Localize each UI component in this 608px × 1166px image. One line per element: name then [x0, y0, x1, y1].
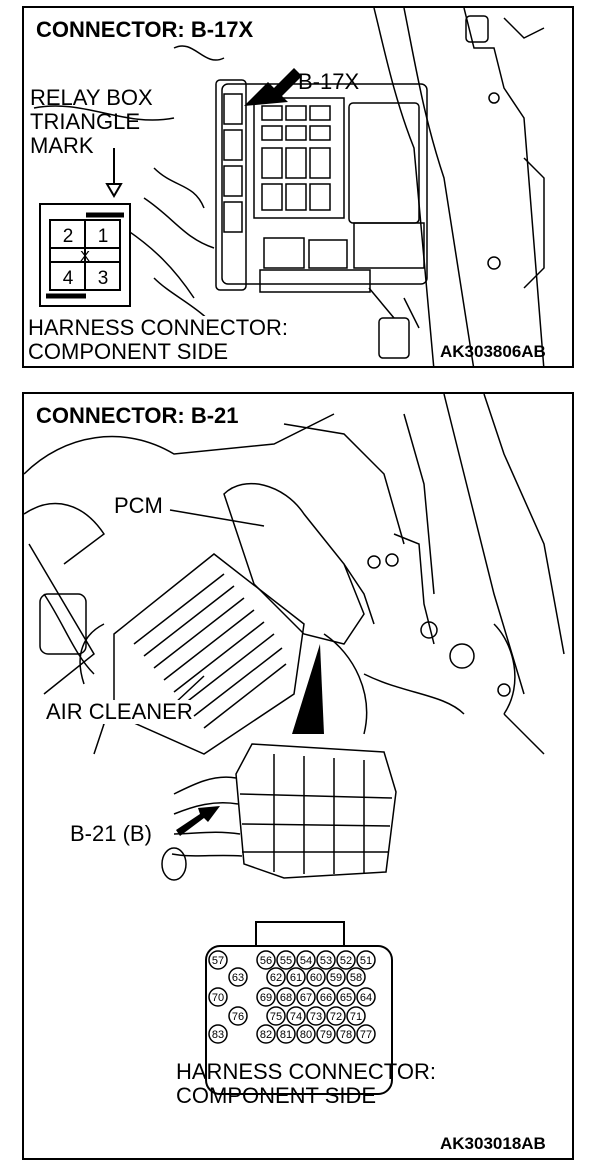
b21-pin-circle	[266, 1006, 286, 1026]
panel-title: CONNECTOR: B-17X	[36, 17, 254, 42]
b21-pin-number: 75	[270, 1011, 282, 1023]
b21-pin-number: 83	[212, 1029, 224, 1041]
b21-pin-circle	[346, 967, 366, 987]
b21-pin-number: 51	[360, 955, 372, 967]
b21-pin-number: 78	[340, 1029, 352, 1041]
b21-pin-number: 70	[212, 992, 224, 1004]
figure-code: AK303018AB	[440, 1134, 546, 1153]
b21-pin-number: 82	[260, 1029, 272, 1041]
air-cleaner-label: AIR CLEANER	[46, 699, 193, 724]
connector-b21-panel: 57 56 55 54 53 52 51 63 62 61 60 59 58 70 69 68 67 66 65 64…	[22, 392, 574, 1160]
harness-label-line: HARNESS CONNECTOR:	[28, 315, 288, 340]
b21-pin-circle	[316, 987, 336, 1007]
b21-pin-circle	[276, 987, 296, 1007]
b21-pin-number: 81	[280, 1029, 292, 1041]
b21-pin-circle	[256, 987, 276, 1007]
b21-pin-number: 65	[340, 992, 352, 1004]
b21-pin-number: 60	[310, 972, 322, 984]
b21-pin-circle	[256, 1024, 276, 1044]
harness-label-line: COMPONENT SIDE	[28, 339, 229, 364]
panel-title: CONNECTOR: B-21	[36, 403, 239, 428]
b21-pin-number: 66	[320, 992, 332, 1004]
b21-pin-circle	[296, 987, 316, 1007]
connector-b17x-panel: 2 1 X 4 3 CONNECTOR: B-17X B-17X RELAY B…	[22, 6, 574, 368]
b21-pin-number: 74	[290, 1011, 302, 1023]
harness-label-line: HARNESS CONNECTOR:	[176, 1059, 436, 1084]
b21-pin-circle	[266, 967, 286, 987]
pcm-label: PCM	[114, 493, 163, 518]
harness-label-line: COMPONENT SIDE	[176, 1083, 377, 1108]
b21-pin-number: 76	[232, 1011, 244, 1023]
b17x-pin: 1	[98, 226, 109, 247]
relay-box-illustration: 2 1 X 4 3	[33, 8, 545, 366]
b21-pin-number: 67	[300, 992, 312, 1004]
b21-pin-circle	[208, 987, 228, 1007]
connector-callout: B-17X	[298, 69, 360, 94]
b21-pin-number: 56	[260, 955, 272, 967]
b21-pin-number: 59	[330, 972, 342, 984]
b21-pin-number: 72	[330, 1011, 342, 1023]
b17x-center-mark: X	[80, 248, 90, 265]
b17x-pin: 4	[63, 268, 74, 289]
b21-pin-number: 53	[320, 955, 332, 967]
b21-pin-circle	[326, 1006, 346, 1026]
b21-pin-circle	[256, 950, 276, 970]
b21-pin-circle	[336, 950, 356, 970]
relay-box-label-line: RELAY BOX	[30, 85, 153, 110]
b21-pin-circle	[286, 1006, 306, 1026]
relay-box-label-line: MARK	[30, 133, 94, 158]
b21-pin-number: 68	[280, 992, 292, 1004]
relay-box-label-line: TRIANGLE	[30, 109, 141, 134]
b21-pin-circle	[336, 987, 356, 1007]
b21-pin-circle	[228, 967, 248, 987]
b21-pin-circle	[306, 967, 326, 987]
b21-pin-circle	[356, 1024, 376, 1044]
b21-pin-number: 64	[360, 992, 372, 1004]
b17x-pin: 3	[98, 268, 109, 289]
b21-pin-circle	[356, 950, 376, 970]
b21-pin-number: 58	[350, 972, 362, 984]
b21-pin-number: 54	[300, 955, 312, 967]
b21-pin-number: 63	[232, 972, 244, 984]
b21-pin-circle	[316, 1024, 336, 1044]
b21-pin-circle	[326, 967, 346, 987]
b21-pin-number: 52	[340, 955, 352, 967]
b21-pin-number: 71	[350, 1011, 362, 1023]
b21-pin-circle	[296, 1024, 316, 1044]
b21-pin-circle	[316, 950, 336, 970]
b21-pin-circle	[356, 987, 376, 1007]
b21-pin-number: 61	[290, 972, 302, 984]
connector-callout: B-21 (B)	[70, 821, 152, 846]
b21-pin-circle	[346, 1006, 366, 1026]
b21-pin-circle	[306, 1006, 326, 1026]
b21-pin-number: 62	[270, 972, 282, 984]
b21-pin-circle	[336, 1024, 356, 1044]
b21-pin-number: 69	[260, 992, 272, 1004]
b17x-connector-face	[39, 203, 131, 307]
b21-pin-circle	[286, 967, 306, 987]
b21-pin-number: 57	[212, 955, 224, 967]
b21-pin-circle	[276, 950, 296, 970]
b21-pin-circle	[208, 1024, 228, 1044]
b21-pin-number: 80	[300, 1029, 312, 1041]
b21-pin-number: 73	[310, 1011, 322, 1023]
b21-pin-circle	[228, 1006, 248, 1026]
b21-pin-circle	[276, 1024, 296, 1044]
b21-pin-circle	[208, 950, 228, 970]
b21-pin-circle	[296, 950, 316, 970]
figure-code: AK303806AB	[440, 342, 546, 361]
b21-pin-number: 77	[360, 1029, 372, 1041]
b21-pin-number: 55	[280, 955, 292, 967]
pcm-air-cleaner-illustration: 57 56 55 54 53 52 51 63 62 61 60 59 58 70 69 68 67 66 65 64…	[24, 394, 565, 1095]
b21-pin-number: 79	[320, 1029, 332, 1041]
b17x-pin: 2	[63, 226, 74, 247]
